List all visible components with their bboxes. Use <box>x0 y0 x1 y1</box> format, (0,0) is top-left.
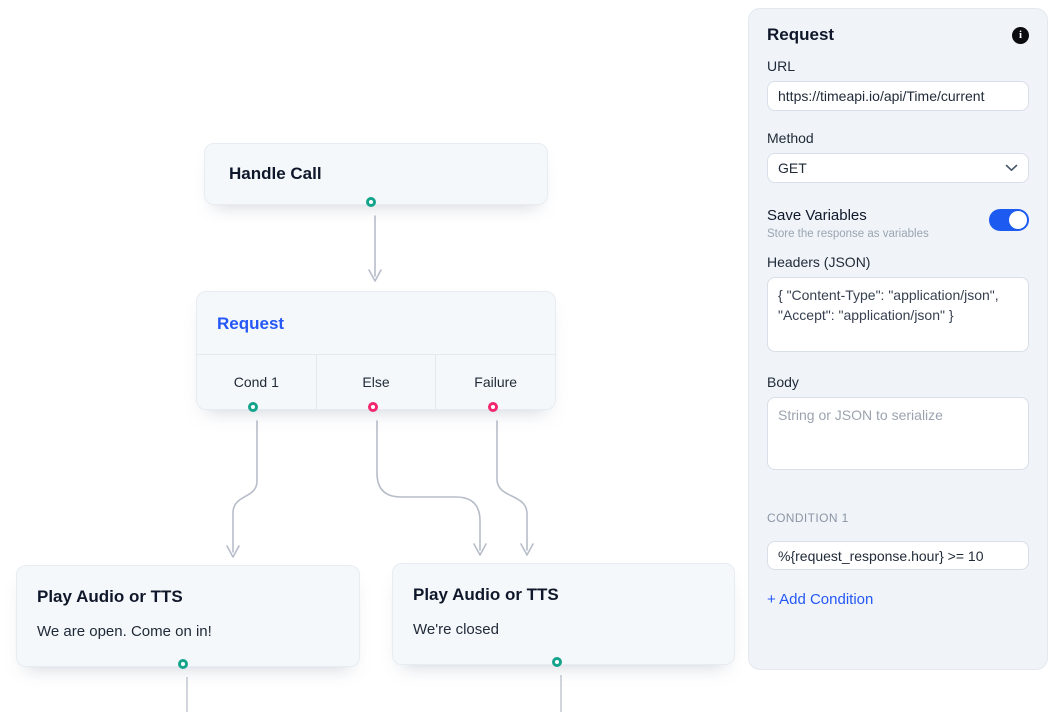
node-handle-call[interactable]: Handle Call <box>204 143 548 205</box>
flow-canvas[interactable]: Handle Call Request Cond 1 Else Failure … <box>0 0 748 712</box>
chevron-down-icon <box>1005 164 1018 171</box>
toggle-knob <box>1009 211 1027 229</box>
method-select[interactable]: GET <box>767 153 1029 183</box>
source-handle[interactable] <box>178 659 188 669</box>
branch-failure: Failure <box>435 355 555 409</box>
method-label: Method <box>767 130 814 146</box>
headers-textarea[interactable]: { "Content-Type": "application/json", "A… <box>767 277 1029 352</box>
save-variables-description: Store the response as variables <box>767 228 929 240</box>
node-request[interactable]: Request Cond 1 Else Failure <box>196 291 556 410</box>
save-variables-row: Save Variables Store the response as var… <box>767 207 1029 240</box>
url-label: URL <box>767 58 796 74</box>
node-play-audio-closed[interactable]: Play Audio or TTS We're closed <box>392 563 735 665</box>
node-subtitle: We're closed <box>413 621 499 638</box>
save-variables-toggle[interactable] <box>989 209 1029 231</box>
method-value: GET <box>778 160 807 176</box>
node-title: Play Audio or TTS <box>413 585 559 604</box>
node-title: Play Audio or TTS <box>37 587 183 606</box>
body-textarea[interactable] <box>767 397 1029 470</box>
request-properties-panel: Request i URL Method GET Save Variables … <box>748 8 1048 670</box>
node-subtitle: We are open. Come on in! <box>37 623 212 640</box>
else-handle[interactable] <box>368 402 378 412</box>
url-input[interactable] <box>767 81 1029 111</box>
body-label: Body <box>767 374 799 390</box>
branch-else: Else <box>315 355 436 409</box>
branch-cond-1: Cond 1 <box>233 374 279 390</box>
branch-row: Cond 1 Else Failure <box>197 354 555 409</box>
headers-label: Headers (JSON) <box>767 254 871 270</box>
source-handle[interactable] <box>366 197 376 207</box>
panel-header: Request i <box>767 25 1029 45</box>
save-variables-label: Save Variables <box>767 207 867 224</box>
node-play-audio-open[interactable]: Play Audio or TTS We are open. Come on i… <box>16 565 360 667</box>
node-title: Handle Call <box>229 164 322 183</box>
condition-1-input[interactable] <box>767 541 1029 570</box>
panel-title: Request <box>767 25 835 44</box>
info-icon[interactable]: i <box>1012 26 1029 44</box>
node-title: Request <box>217 314 285 333</box>
condition-1-label: CONDITION 1 <box>767 511 849 525</box>
failure-handle[interactable] <box>488 402 498 412</box>
cond-1-handle[interactable] <box>248 402 258 412</box>
source-handle[interactable] <box>552 657 562 667</box>
add-condition-link[interactable]: + Add Condition <box>767 591 874 608</box>
